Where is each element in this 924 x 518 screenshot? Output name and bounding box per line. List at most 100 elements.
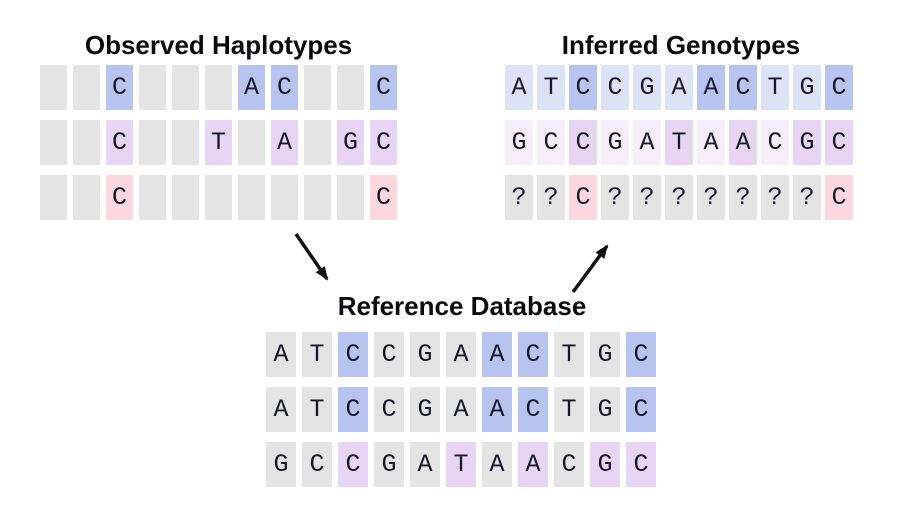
reference-database-title: Reference Database xyxy=(337,291,587,321)
allele-cell: T xyxy=(302,332,332,377)
empty-cell xyxy=(139,175,166,220)
allele-cell: A xyxy=(238,65,265,110)
allele-cell: C xyxy=(554,442,584,487)
allele-cell: A xyxy=(482,387,512,432)
allele-cell: C xyxy=(370,120,397,165)
allele-cell: G xyxy=(793,65,821,110)
allele-cell: T xyxy=(761,65,789,110)
allele-cell: T xyxy=(302,387,332,432)
unknown-allele-cell: ? xyxy=(505,175,533,220)
allele-cell: A xyxy=(505,65,533,110)
allele-cell: C xyxy=(537,120,565,165)
empty-cell xyxy=(304,120,331,165)
allele-cell: G xyxy=(505,120,533,165)
allele-cell: C xyxy=(338,387,368,432)
unknown-allele-cell: ? xyxy=(633,175,661,220)
allele-cell: A xyxy=(410,442,440,487)
allele-cell: G xyxy=(337,120,364,165)
allele-cell: C xyxy=(569,175,597,220)
empty-cell xyxy=(271,175,298,220)
empty-cell xyxy=(40,120,67,165)
allele-cell: A xyxy=(633,120,661,165)
allele-cell: A xyxy=(697,65,725,110)
allele-cell: A xyxy=(446,332,476,377)
empty-cell xyxy=(139,120,166,165)
allele-cell: C xyxy=(626,332,656,377)
allele-cell: T xyxy=(446,442,476,487)
observed-haplotypes-title: Observed Haplotypes xyxy=(84,30,353,60)
allele-cell: C xyxy=(825,65,853,110)
allele-cell: C xyxy=(825,120,853,165)
allele-cell: C xyxy=(518,387,548,432)
allele-cell: C xyxy=(338,442,368,487)
empty-cell xyxy=(205,175,232,220)
empty-cell xyxy=(172,65,199,110)
empty-cell xyxy=(304,175,331,220)
unknown-allele-cell: ? xyxy=(761,175,789,220)
allele-cell: C xyxy=(374,332,404,377)
empty-cell xyxy=(205,65,232,110)
empty-cell xyxy=(73,120,100,165)
allele-cell: C xyxy=(569,120,597,165)
allele-cell: C xyxy=(271,65,298,110)
allele-cell: C xyxy=(626,387,656,432)
allele-cell: G xyxy=(410,332,440,377)
unknown-allele-cell: ? xyxy=(601,175,629,220)
allele-cell: A xyxy=(518,442,548,487)
allele-cell: G xyxy=(601,120,629,165)
allele-cell: C xyxy=(761,120,789,165)
empty-cell xyxy=(172,175,199,220)
allele-cell: C xyxy=(601,65,629,110)
allele-cell: C xyxy=(106,120,133,165)
empty-cell xyxy=(337,175,364,220)
empty-cell xyxy=(238,175,265,220)
allele-cell: A xyxy=(271,120,298,165)
allele-cell: T xyxy=(665,120,693,165)
allele-cell: G xyxy=(633,65,661,110)
allele-cell: G xyxy=(410,387,440,432)
allele-cell: G xyxy=(266,442,296,487)
allele-cell: C xyxy=(729,65,757,110)
unknown-allele-cell: ? xyxy=(697,175,725,220)
allele-cell: T xyxy=(554,387,584,432)
allele-cell: A xyxy=(482,332,512,377)
empty-cell xyxy=(139,65,166,110)
allele-cell: G xyxy=(590,442,620,487)
unknown-allele-cell: ? xyxy=(537,175,565,220)
allele-cell: A xyxy=(266,332,296,377)
allele-cell: A xyxy=(697,120,725,165)
allele-cell: C xyxy=(106,65,133,110)
empty-cell xyxy=(238,120,265,165)
allele-cell: C xyxy=(370,65,397,110)
allele-cell: C xyxy=(370,175,397,220)
allele-cell: G xyxy=(793,120,821,165)
unknown-allele-cell: ? xyxy=(729,175,757,220)
allele-cell: G xyxy=(374,442,404,487)
allele-cell: A xyxy=(266,387,296,432)
unknown-allele-cell: ? xyxy=(665,175,693,220)
allele-cell: T xyxy=(205,120,232,165)
empty-cell xyxy=(73,175,100,220)
allele-cell: C xyxy=(569,65,597,110)
empty-cell xyxy=(172,120,199,165)
allele-cell: C xyxy=(825,175,853,220)
arrow-observed-to-reference xyxy=(294,233,329,281)
allele-cell: C xyxy=(302,442,332,487)
allele-cell: T xyxy=(537,65,565,110)
allele-cell: A xyxy=(665,65,693,110)
allele-cell: C xyxy=(626,442,656,487)
allele-cell: A xyxy=(446,387,476,432)
unknown-allele-cell: ? xyxy=(793,175,821,220)
allele-cell: G xyxy=(590,387,620,432)
allele-cell: C xyxy=(106,175,133,220)
